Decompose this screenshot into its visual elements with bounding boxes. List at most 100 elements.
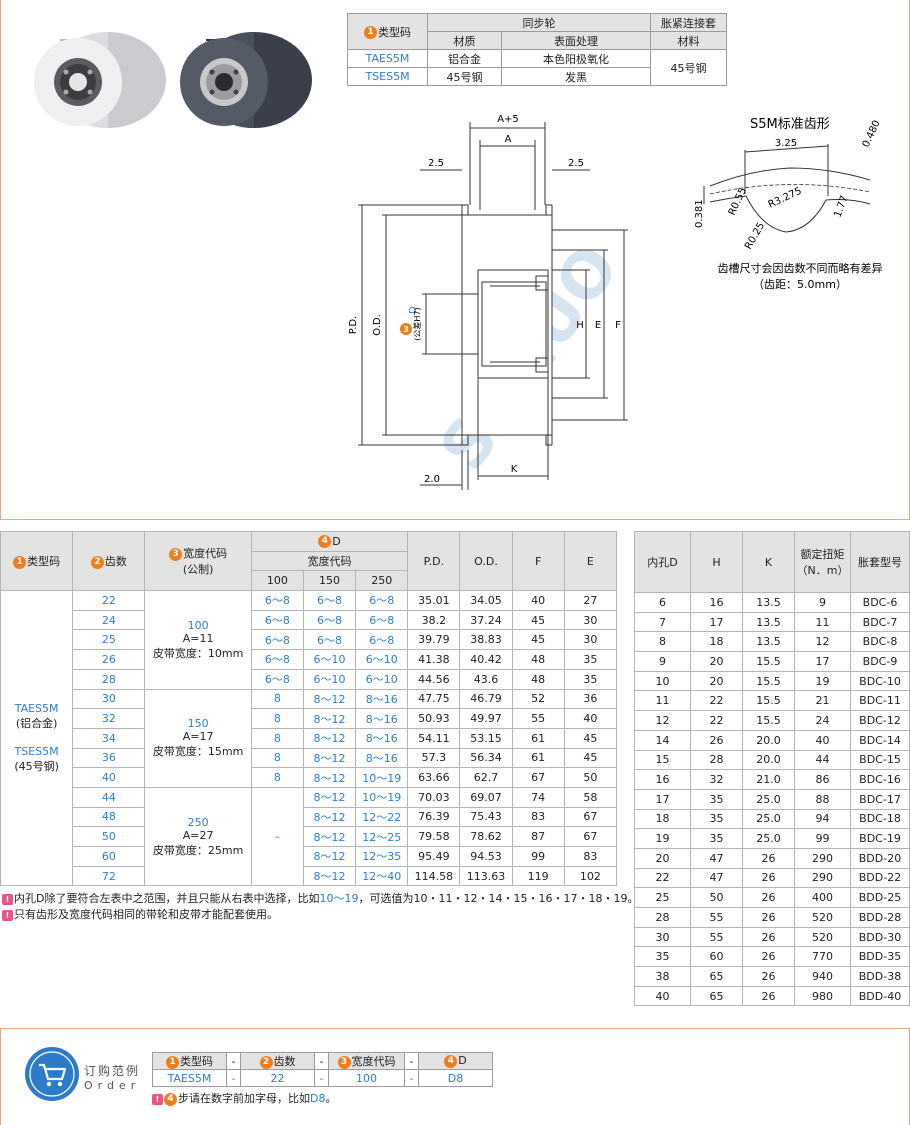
- model-cell: BDD-38: [850, 966, 910, 987]
- k-cell: 25.0: [742, 808, 795, 830]
- surface-header: 表面处理: [501, 31, 651, 50]
- order-sep: -: [314, 1069, 329, 1087]
- d-w100-cell: 6～8: [250, 629, 304, 651]
- h-cell: 17: [690, 611, 743, 633]
- width-group-belt: 皮带宽度：10mm: [152, 646, 244, 660]
- order-note-b: D8: [310, 1092, 326, 1105]
- teeth-cell: 34: [72, 727, 146, 749]
- h-cell: 35: [690, 828, 743, 849]
- bore-cell: 6: [634, 592, 691, 613]
- material-header: 材质: [427, 31, 502, 50]
- order-note-a: 步请在数字前加字母，比如: [178, 1092, 310, 1105]
- od-cell: 38.83: [459, 629, 513, 651]
- dim-2-5-right: 2.5: [568, 158, 584, 169]
- dim-od: O.D.: [372, 314, 383, 336]
- k-cell: 26: [742, 847, 795, 869]
- k-cell: 26: [742, 966, 795, 987]
- d-w250-cell: 6～10: [355, 649, 409, 670]
- h-cell: 28: [690, 749, 743, 771]
- width-group-a: A=27: [182, 828, 214, 842]
- k-cell: 15.5: [742, 690, 795, 712]
- spec-code: TAES5M: [347, 49, 428, 68]
- dim-d: D: [408, 306, 419, 314]
- header-model: 胀套型号: [850, 531, 910, 593]
- k-cell: 25.0: [742, 828, 795, 849]
- order-h-d: D: [458, 1054, 467, 1068]
- h-cell: 22: [690, 690, 743, 712]
- teeth-cell: 28: [72, 668, 146, 690]
- bore-cell: 18: [634, 808, 691, 830]
- type-line: TAES5M: [14, 702, 59, 716]
- e-cell: 45: [563, 727, 618, 749]
- model-cell: BDC-14: [850, 729, 910, 751]
- model-cell: BDC-10: [850, 670, 910, 692]
- model-cell: BDC-17: [850, 788, 910, 810]
- header-w100: 100: [250, 570, 304, 592]
- h-cell: 55: [690, 926, 743, 948]
- k-cell: 13.5: [742, 611, 795, 633]
- badge-4: 4: [318, 535, 332, 549]
- teeth-cell: 22: [72, 590, 146, 611]
- dim-a: A: [505, 134, 512, 145]
- note-1-c: ，可选值为10・11・12・14・15・16・17・18・19。: [358, 892, 639, 905]
- bore-cell: 11: [634, 690, 691, 712]
- dim-k: K: [511, 464, 518, 475]
- header-teeth: 齿数: [104, 555, 127, 569]
- teeth-cell: 48: [72, 806, 146, 828]
- h-cell: 47: [690, 867, 743, 889]
- type-line: TSES5M: [14, 745, 59, 759]
- d-w250-cell: 10～19: [355, 767, 409, 788]
- order-title: 订购范例: [84, 1064, 141, 1078]
- model-cell: BDC-11: [850, 690, 910, 712]
- badge-3: 3: [337, 1055, 351, 1069]
- d-w250-cell: 6～8: [355, 629, 409, 651]
- bore-cell: 22: [634, 867, 691, 889]
- model-cell: BDD-35: [850, 946, 910, 968]
- dim-d-note: (公差H7): [412, 307, 422, 340]
- f-cell: 61: [511, 727, 565, 749]
- d-w150-cell: 8～12: [302, 865, 357, 887]
- torque-cell: 11: [794, 611, 851, 633]
- width-group-belt: 皮带宽度：15mm: [152, 745, 244, 759]
- spec-material: 铝合金: [427, 49, 502, 68]
- dim-2-5-left: 2.5: [428, 158, 444, 169]
- badge-4: 4: [444, 1054, 458, 1068]
- dim-e: E: [595, 320, 601, 331]
- pd-cell: 39.79: [407, 629, 461, 651]
- dim-r0-55: R0.55: [727, 186, 749, 217]
- spec-surface: 发黑: [501, 67, 651, 86]
- d-w250-cell: 8～16: [355, 727, 409, 749]
- order-h-width: 宽度代码: [351, 1055, 396, 1068]
- teeth-cell: 40: [72, 767, 146, 788]
- f-cell: 87: [511, 826, 565, 847]
- model-cell: BDC-9: [850, 651, 910, 672]
- d-w250-cell: 12～40: [355, 865, 409, 887]
- dim-r3-275: R3.275: [767, 186, 804, 211]
- bore-cell: 16: [634, 769, 691, 790]
- e-cell: 30: [563, 609, 618, 631]
- width-group-code: 100: [187, 618, 209, 632]
- header-d: D: [332, 534, 341, 548]
- dim-h: H: [576, 320, 584, 331]
- bore-cell: 20: [634, 847, 691, 869]
- od-cell: 113.63: [459, 865, 513, 887]
- order-sep: -: [226, 1069, 241, 1087]
- h-cell: 47: [690, 847, 743, 869]
- teeth-cell: 32: [72, 708, 146, 729]
- badge-1: 1: [13, 555, 27, 569]
